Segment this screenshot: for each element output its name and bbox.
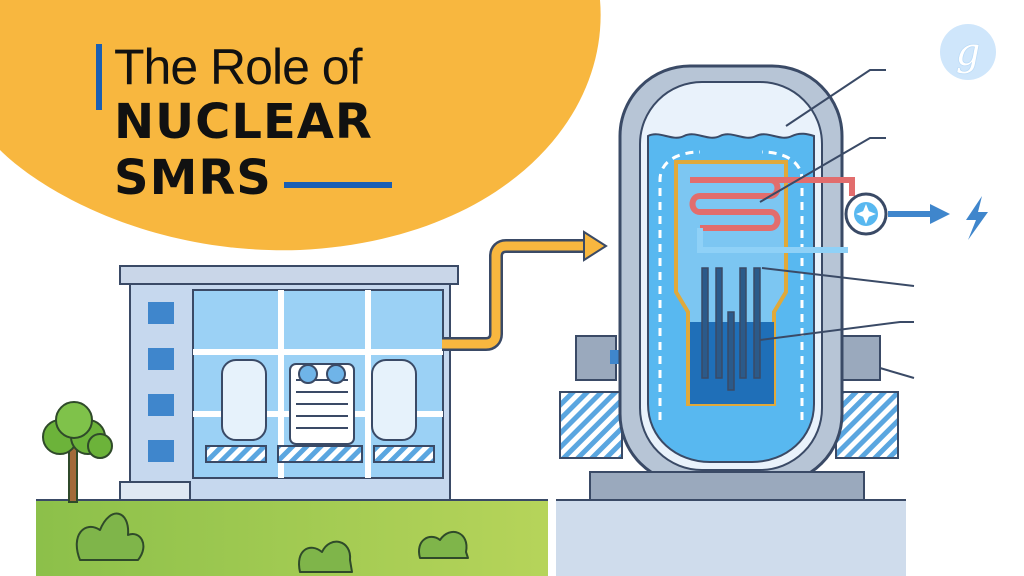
- brand-logo-icon[interactable]: g: [940, 24, 996, 80]
- title-underline: [284, 182, 392, 188]
- control-rods: [701, 267, 761, 391]
- callout-lines: [759, 69, 915, 379]
- title-accent-bar: [96, 44, 102, 110]
- turbine-icon: [844, 192, 888, 236]
- page-title-line-3: SMRS: [114, 150, 272, 206]
- brand-logo-letter: g: [955, 30, 981, 74]
- reactor-foundation: [556, 500, 906, 576]
- tree-icon: [42, 401, 113, 503]
- power-building: [119, 265, 459, 501]
- flow-arrow: [442, 239, 588, 351]
- page-title-line-2: NUCLEAR: [114, 94, 373, 150]
- plant-icon: [75, 512, 469, 573]
- page-title-line-1: The Role of: [114, 39, 362, 95]
- reactor-supports: [559, 335, 899, 459]
- header-blob: [0, 0, 601, 251]
- lightning-icon: [966, 196, 988, 240]
